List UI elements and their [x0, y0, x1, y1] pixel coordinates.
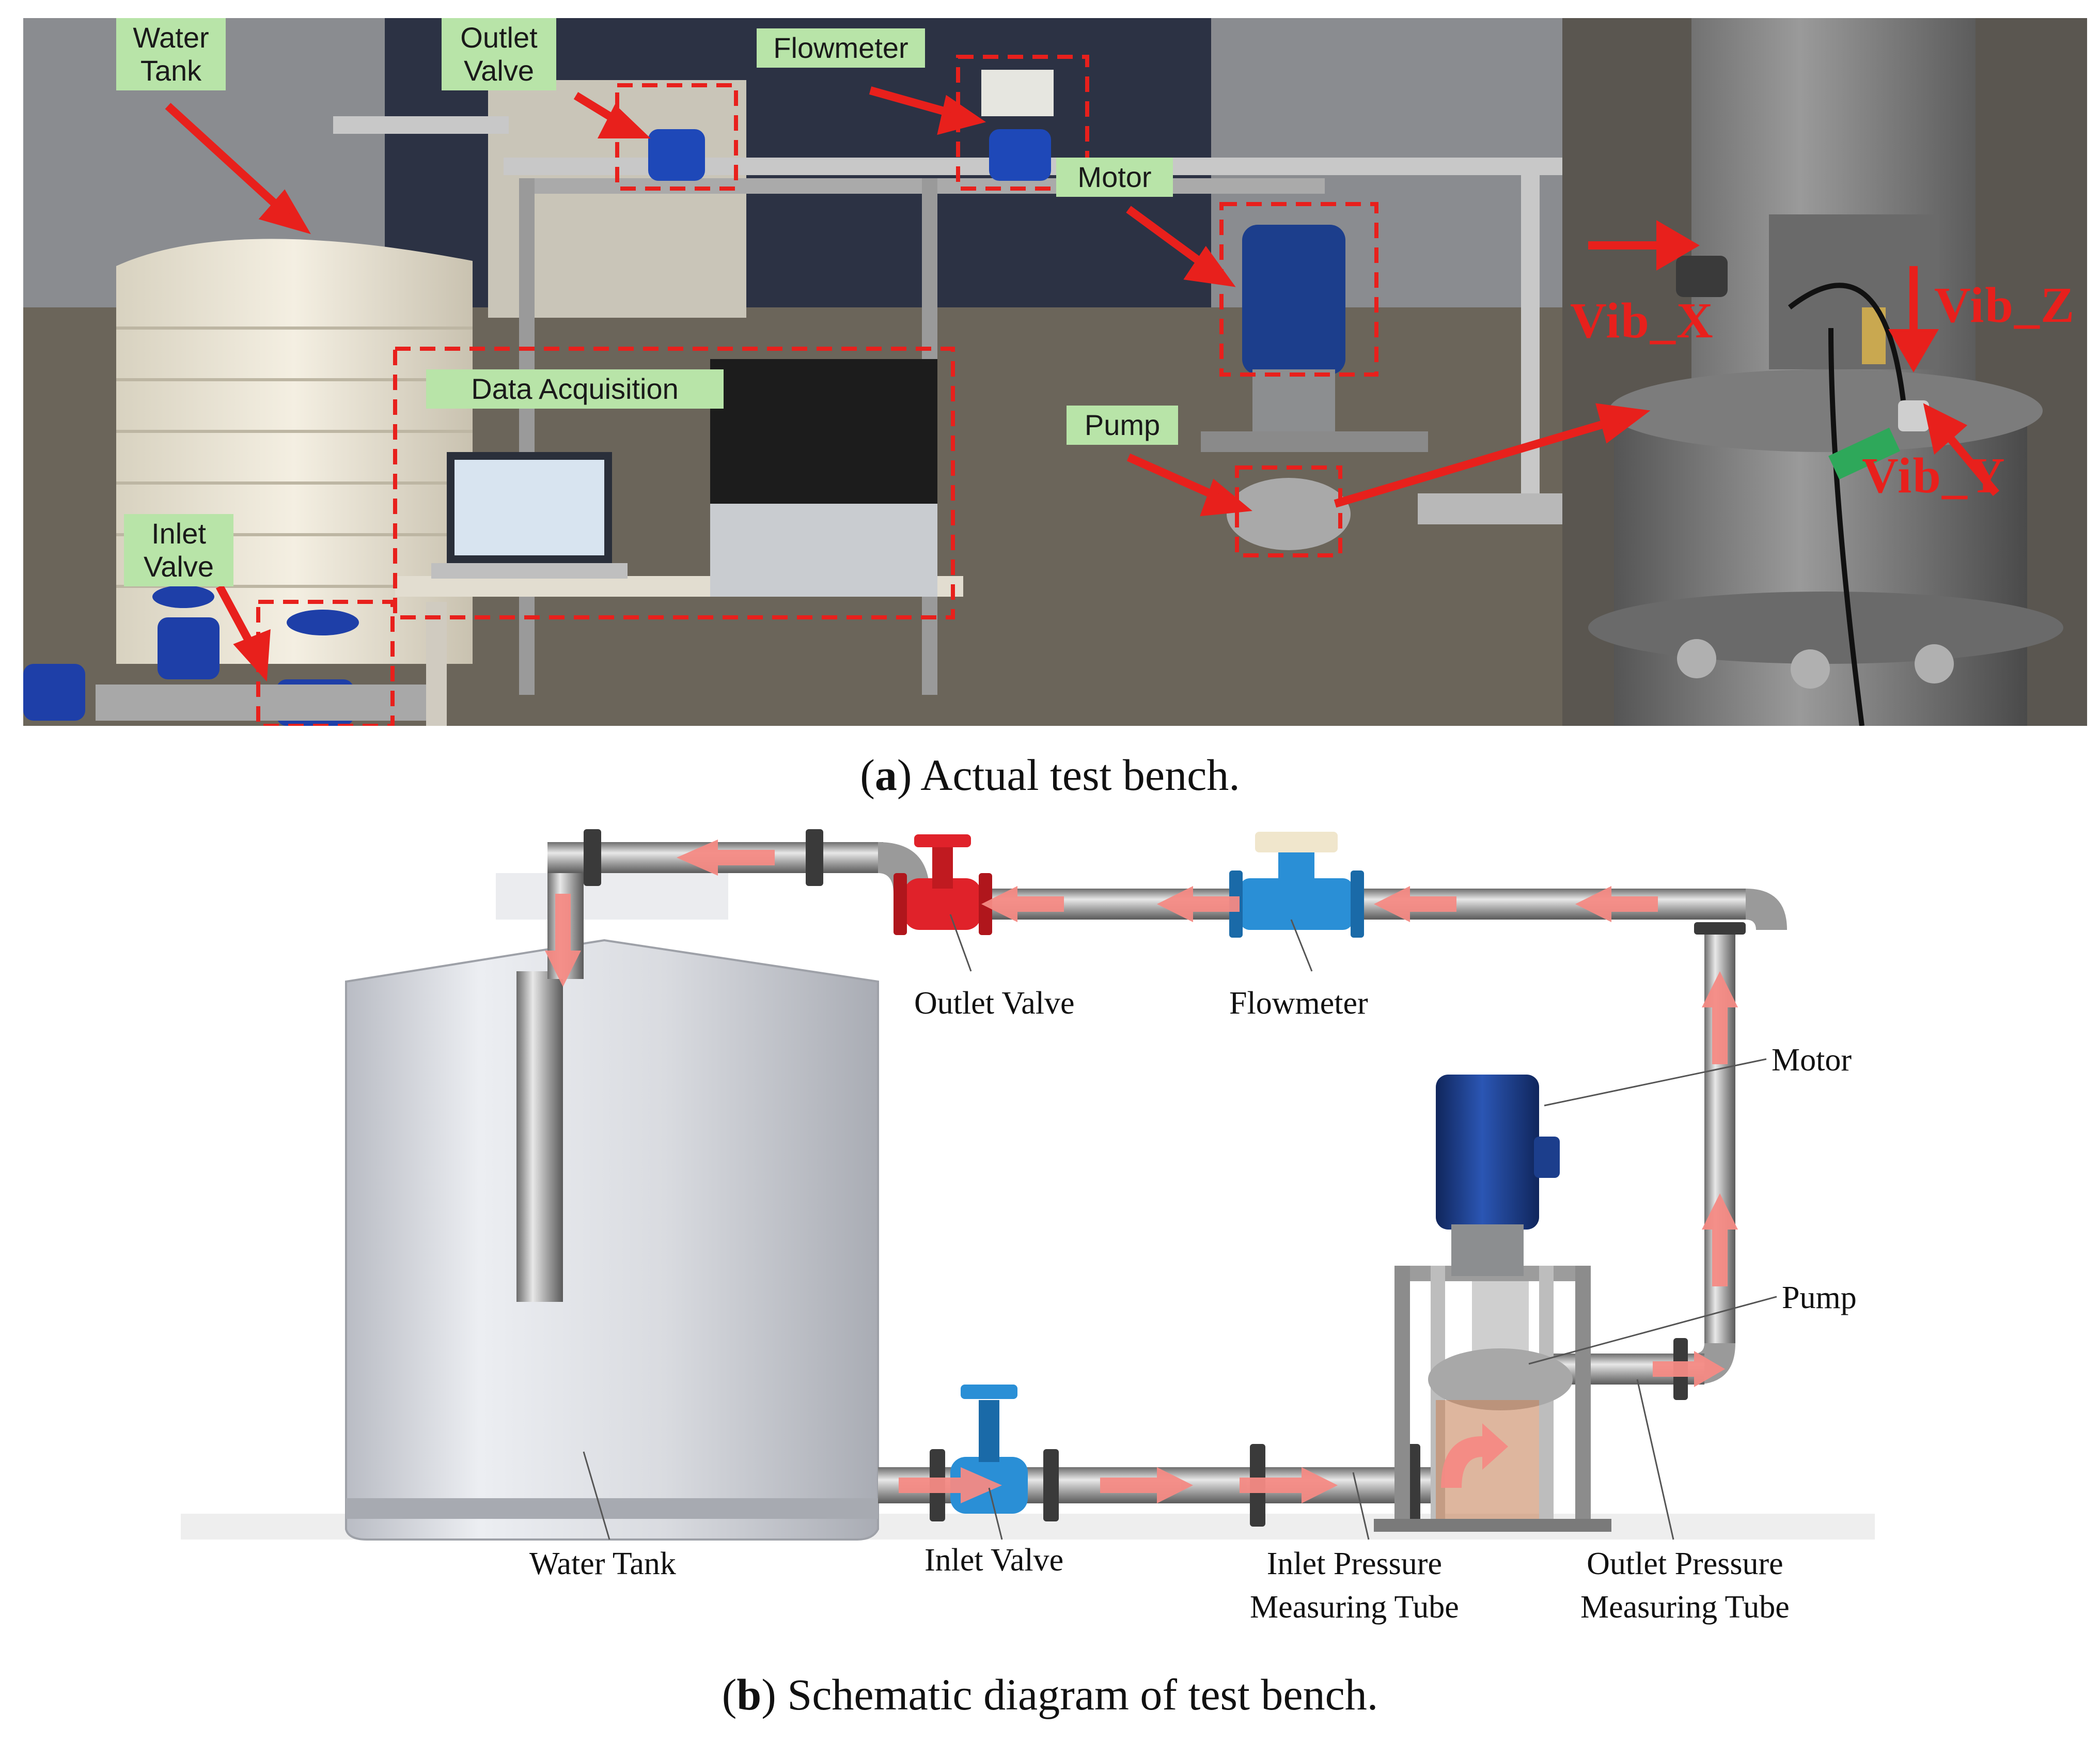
label-data-acquisition-photo: Data Acquisition	[426, 369, 724, 409]
schematic-label-flowmeter: Flowmeter	[1229, 986, 1368, 1021]
label-water-tank-photo: Water Tank	[116, 18, 226, 90]
schematic-drawing	[181, 829, 1875, 1541]
test-bench-photo: Water Tank Outlet Valve Flowmeter Motor …	[23, 18, 2087, 726]
annotation-arrows	[165, 86, 2000, 682]
pump-schematic	[1374, 1266, 1611, 1532]
label-outlet-valve-photo: Outlet Valve	[442, 18, 556, 90]
flowmeter-schematic	[1229, 832, 1364, 938]
caption-b-text: Schematic diagram of test bench.	[787, 1670, 1378, 1719]
label-motor-photo: Motor	[1056, 158, 1173, 197]
schematic-label-outlet-pressure-tube: Outlet Pressure Measuring Tube	[1580, 1546, 1790, 1625]
schematic-label-outlet-valve: Outlet Valve	[914, 986, 1075, 1021]
label-inlet-valve-photo: Inlet Valve	[124, 514, 233, 586]
water-tank-schematic	[345, 873, 879, 1541]
schematic-label-motor: Motor	[1772, 1043, 1852, 1078]
label-pump-photo: Pump	[1067, 406, 1178, 445]
flow-direction-arrows	[545, 840, 1738, 1503]
caption-b: (b) Schematic diagram of test bench.	[722, 1670, 1378, 1719]
label-vib-y: Vib_Y	[1862, 448, 2006, 504]
label-flowmeter-photo: Flowmeter	[757, 28, 925, 68]
outlet-valve-photo	[648, 129, 705, 181]
motor-schematic	[1436, 1075, 1560, 1276]
schematic-diagram: Outlet Valve Flowmeter Motor Pump Water …	[0, 806, 2100, 1674]
label-vib-z: Vib_Z	[1934, 277, 2076, 333]
schematic-label-inlet-valve: Inlet Valve	[924, 1543, 1064, 1578]
flowmeter-photo	[989, 129, 1051, 181]
caption-a-letter: a	[874, 750, 897, 800]
motor-photo	[1242, 225, 1345, 375]
schematic-label-water-tank: Water Tank	[529, 1546, 676, 1581]
caption-b-letter: b	[736, 1670, 762, 1719]
caption-a-text: Actual test bench.	[920, 750, 1240, 800]
caption-a: (a) Actual test bench.	[860, 750, 1240, 800]
outlet-valve-schematic	[894, 834, 992, 935]
photo-scene	[23, 18, 2087, 726]
pump-photo	[1227, 478, 1351, 550]
label-vib-x: Vib_X	[1570, 293, 1714, 349]
schematic-label-inlet-pressure-tube: Inlet Pressure Measuring Tube	[1250, 1546, 1459, 1625]
leader-lines	[583, 914, 1777, 1540]
schematic-label-pump: Pump	[1782, 1280, 1857, 1315]
